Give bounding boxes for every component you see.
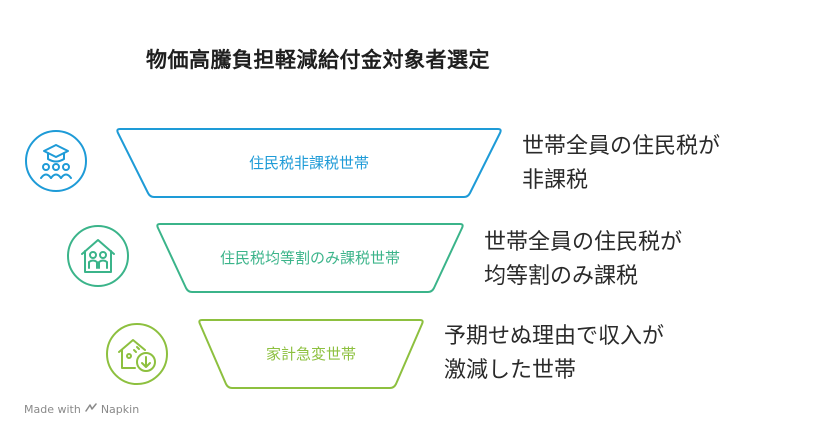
made-with-label: Made with [24, 403, 81, 416]
house-family-icon [66, 224, 130, 288]
diagram-title: 物価高騰負担軽減給付金対象者選定 [146, 48, 490, 72]
funnel-tier-2-label: 住民税均等割のみ課税世帯 [219, 248, 400, 267]
tier-2-description: 世帯全員の住民税が 均等割のみ課税 [484, 226, 682, 294]
tier-1-description-line1: 世帯全員の住民税が [522, 134, 721, 159]
funnel-tier-1: 住民税非課税世帯 [114, 125, 504, 199]
tier-2-description-line2: 均等割のみ課税 [484, 264, 639, 289]
tier-1-description: 世帯全員の住民税が 非課税 [522, 130, 720, 198]
made-with-napkin-footer: Made with Napkin [24, 402, 139, 417]
tier-1-description-line2: 非課税 [522, 168, 589, 193]
funnel-tier-3-label: 家計急変世帯 [265, 344, 356, 363]
graduation-family-icon [24, 129, 88, 193]
tier-3-description-line1: 予期せぬ理由で収入が [444, 324, 665, 349]
funnel-tier-1-label: 住民税非課税世帯 [248, 153, 369, 172]
tier-3-description-line2: 激減した世帯 [444, 358, 577, 383]
tier-2-description-line1: 世帯全員の住民税が [484, 230, 683, 255]
napkin-brand-label: Napkin [100, 403, 140, 416]
napkin-logo-icon [85, 402, 97, 417]
house-decrease-icon [105, 322, 169, 386]
tier-3-description: 予期せぬ理由で収入が 激減した世帯 [444, 320, 664, 388]
